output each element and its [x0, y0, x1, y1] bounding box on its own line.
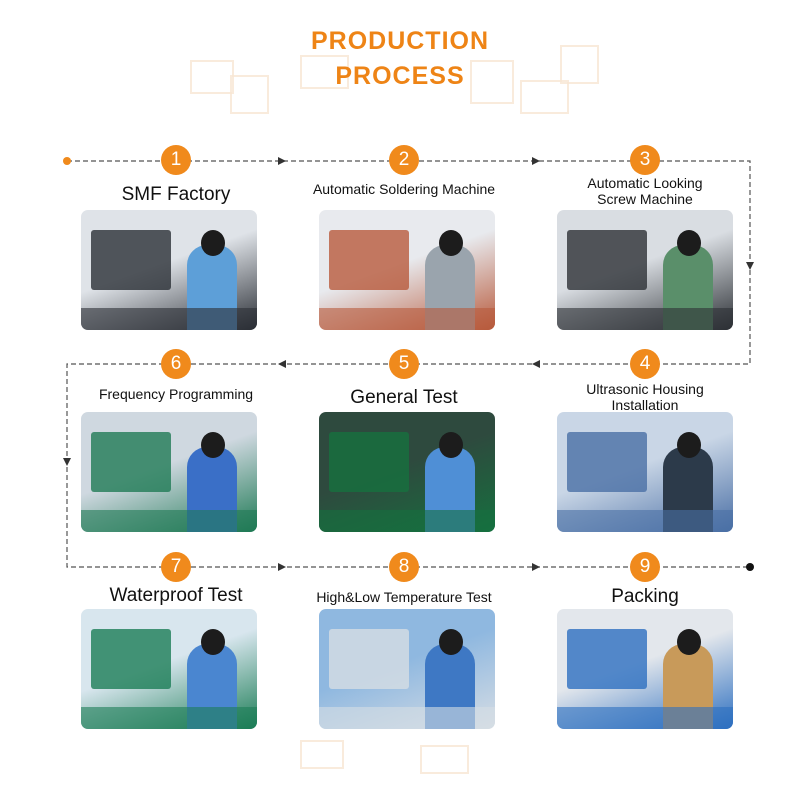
background-square: [300, 740, 344, 769]
step-number-badge: 4: [630, 349, 660, 379]
background-square: [420, 745, 469, 774]
step-number-badge: 5: [389, 349, 419, 379]
step-label: Ultrasonic Housing Installation: [586, 381, 704, 413]
arrow-down-icon: [746, 262, 754, 270]
step-label: High&Low Temperature Test: [316, 589, 492, 605]
step-label: Automatic Soldering Machine: [312, 181, 496, 197]
step-label: Waterproof Test: [109, 585, 243, 606]
step-label: SMF Factory: [121, 184, 231, 205]
arrow-down-icon: [63, 458, 71, 466]
step-number-badge: 1: [161, 145, 191, 175]
arrow-right-icon: [278, 563, 286, 571]
step-label: General Test: [350, 387, 458, 408]
step-photo: [557, 210, 733, 330]
title-line-2: PROCESS: [335, 62, 465, 90]
background-square: [300, 55, 349, 89]
title-line-1: PRODUCTION: [310, 27, 490, 55]
step-photo: [81, 210, 257, 330]
step-photo: [319, 609, 495, 729]
step-photo: [557, 609, 733, 729]
end-dot: [746, 563, 754, 571]
step-number-badge: 9: [630, 552, 660, 582]
step-number-badge: 7: [161, 552, 191, 582]
arrow-left-icon: [532, 360, 540, 368]
step-number-badge: 6: [161, 349, 191, 379]
step-number-badge: 8: [389, 552, 419, 582]
step-label: Frequency Programming: [98, 386, 254, 402]
step-label: Automatic Looking Screw Machine: [587, 175, 703, 207]
step-number-badge: 3: [630, 145, 660, 175]
arrow-right-icon: [532, 563, 540, 571]
background-square: [190, 60, 234, 94]
step-photo: [557, 412, 733, 532]
background-square: [520, 80, 569, 114]
arrow-right-icon: [278, 157, 286, 165]
step-photo: [81, 609, 257, 729]
step-photo: [319, 210, 495, 330]
background-square: [470, 60, 514, 104]
step-label: Packing: [611, 586, 679, 607]
arrow-left-icon: [278, 360, 286, 368]
start-dot: [63, 157, 71, 165]
background-square: [560, 45, 599, 84]
step-photo: [81, 412, 257, 532]
step-photo: [319, 412, 495, 532]
arrow-right-icon: [532, 157, 540, 165]
step-number-badge: 2: [389, 145, 419, 175]
background-square: [230, 75, 269, 114]
